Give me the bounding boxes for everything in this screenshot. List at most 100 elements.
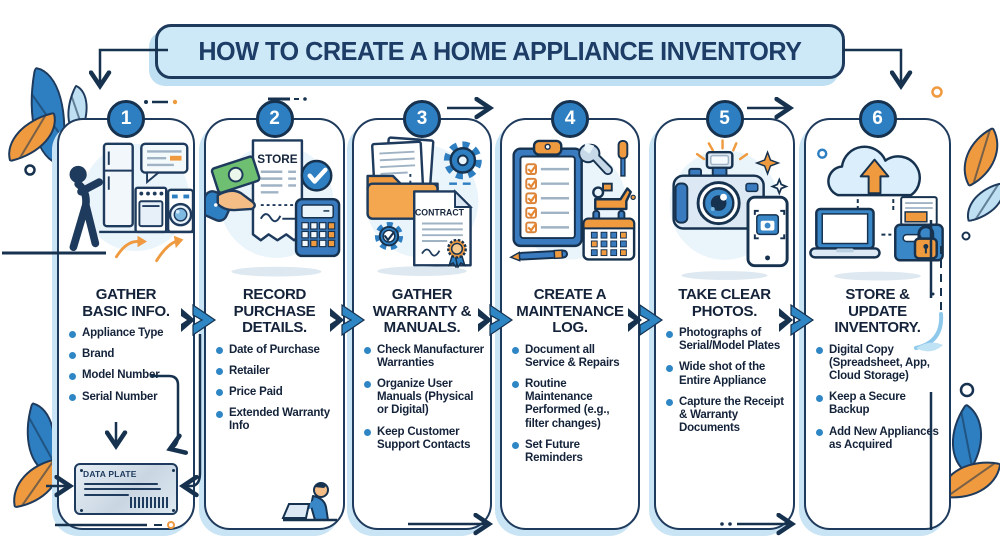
bullet-item: Serial Number <box>69 391 189 404</box>
speech-bubble-icon <box>140 142 189 185</box>
step-6-card: 6 <box>804 100 951 530</box>
calculator-icon <box>294 197 341 258</box>
barcode-icon <box>130 497 170 508</box>
title-banner: HOW TO CREATE A HOME APPLIANCE INVENTORY <box>155 24 845 79</box>
seal-icon <box>447 238 467 270</box>
clipboard-checklist-icon <box>512 139 583 248</box>
plate-line <box>84 482 158 485</box>
plate-rivets <box>80 469 83 472</box>
step-number: 6 <box>872 108 883 129</box>
bullet-item: Routine Maintenance Performed (e.g., fil… <box>512 378 634 431</box>
bullet-item: Wide shot of the Entire Appliance <box>666 361 789 387</box>
step-1-heading: GATHER BASIC INFO. <box>82 286 170 320</box>
bullet-item: Capture the Receipt & Warranty Documents <box>666 396 789 436</box>
sparkle-icon <box>754 150 781 176</box>
bullet-item: Digital Copy (Spreadsheet, App, Cloud St… <box>816 344 945 384</box>
bullet-item: Extended Warranty Info <box>216 407 339 433</box>
bullet-item: Price Paid <box>216 386 339 399</box>
step-6-number-badge: 6 <box>858 100 897 138</box>
data-plate: DATA PLATE <box>74 463 178 515</box>
bullet-item: Model Number <box>69 369 189 382</box>
bullet-item: Set Future Reminders <box>512 439 634 465</box>
step-3-illustration: CONTRACT <box>354 132 490 282</box>
step-5-illustration <box>656 132 793 282</box>
stove-icon <box>134 186 168 234</box>
step-1-illustration <box>59 132 193 282</box>
person-icon <box>69 165 104 252</box>
wrench-icon <box>578 142 613 176</box>
step-5-card: 5 <box>654 100 795 530</box>
chevron-arrow-icon <box>627 303 667 337</box>
screwdriver-icon <box>617 139 629 177</box>
arrow-decoration <box>114 235 184 263</box>
check-circle-icon <box>300 159 333 192</box>
step-2-number-badge: 2 <box>255 100 294 138</box>
bullet-item: Retailer <box>216 365 339 378</box>
cloud-upload-icon <box>827 145 921 210</box>
flash-icon <box>695 139 749 177</box>
pen-icon <box>509 249 569 262</box>
bullet-item: Date of Purchase <box>216 344 339 357</box>
step-4-number-badge: 4 <box>551 100 589 138</box>
gear-icon <box>443 141 482 180</box>
step-2-illustration: STORE <box>206 132 343 282</box>
washing-machine-icon <box>166 188 193 234</box>
step-1-number-badge: 1 <box>107 100 145 138</box>
receipt-store-label: STORE <box>257 153 297 166</box>
step-2-card: 2 STORE <box>204 100 345 530</box>
chevron-arrow-icon <box>477 303 517 337</box>
bullet-item: Keep Customer Support Contacts <box>364 426 486 452</box>
step-1-bullets: Appliance Type Brand Model Number Serial… <box>59 327 193 404</box>
step-2-heading: RECORD PURCHASE DETAILS. <box>233 286 316 336</box>
step-5-heading: TAKE CLEAR PHOTOS. <box>678 286 771 320</box>
step-3-bullets: Check Manufacturer Warranties Organize U… <box>354 344 490 453</box>
bullet-item: Keep a Secure Backup <box>816 391 945 417</box>
leaf-decoration <box>949 126 1000 188</box>
step-4-heading: CREATE A MAINTENANCE LOG. <box>516 286 624 336</box>
laptop-icon <box>809 207 881 259</box>
bullet-item: Add New Appliances as Acquired <box>816 426 945 452</box>
step-number: 3 <box>416 108 428 129</box>
bullet-item: Appliance Type <box>69 327 189 340</box>
step-1-card: 1 <box>57 100 195 530</box>
bullet-item: Brand <box>69 348 189 361</box>
oil-can-icon <box>592 182 636 211</box>
gear-check-icon <box>374 222 404 251</box>
bullet-item: Check Manufacturer Warranties <box>364 344 486 370</box>
step-3-heading: GATHER WARRANTY & MANUALS. <box>372 286 472 336</box>
step-3-card: 3 <box>352 100 492 530</box>
step-5-bullets: Photographs of Serial/Model Plates Wide … <box>656 327 793 436</box>
step-number: 1 <box>120 108 132 129</box>
step-6-illustration <box>806 132 949 282</box>
step-3-number-badge: 3 <box>403 100 441 138</box>
sparkle-icon <box>770 177 789 196</box>
plate-line <box>84 493 129 496</box>
chevron-arrow-icon <box>778 303 818 337</box>
step-number: 4 <box>564 108 576 129</box>
calendar-icon <box>582 209 636 261</box>
step-number: 5 <box>719 108 730 129</box>
chevron-arrow-icon <box>180 303 220 337</box>
step-6-heading: STORE & UPDATE INVENTORY. <box>834 286 921 336</box>
contract-label: CONTRACT <box>415 208 465 218</box>
camera-icon <box>672 167 765 230</box>
step-4-bullets: Document all Service & Repairs Routine M… <box>502 344 638 466</box>
money-hand-icon <box>206 155 261 222</box>
title-to-step6-connector <box>843 48 913 91</box>
person-laptop-icon <box>281 480 339 524</box>
step-4-card: 4 <box>500 100 640 530</box>
receipt-icon: STORE <box>251 139 304 242</box>
chevron-arrow-icon <box>329 303 369 337</box>
bullet-item: Document all Service & Repairs <box>512 344 634 370</box>
step-6-bullets: Digital Copy (Spreadsheet, App, Cloud St… <box>806 344 949 453</box>
step-2-bullets: Date of Purchase Retailer Price Paid Ext… <box>206 344 343 434</box>
data-plate-label: DATA PLATE <box>83 469 137 479</box>
bullet-item: Photographs of Serial/Model Plates <box>666 327 789 353</box>
smartphone-icon <box>746 195 789 268</box>
step-5-number-badge: 5 <box>705 100 744 138</box>
step-number: 2 <box>269 108 280 129</box>
page-title: HOW TO CREATE A HOME APPLIANCE INVENTORY <box>198 36 802 66</box>
plate-line <box>84 488 162 490</box>
leaf-decoration <box>961 181 1000 223</box>
refrigerator-icon <box>102 142 134 228</box>
